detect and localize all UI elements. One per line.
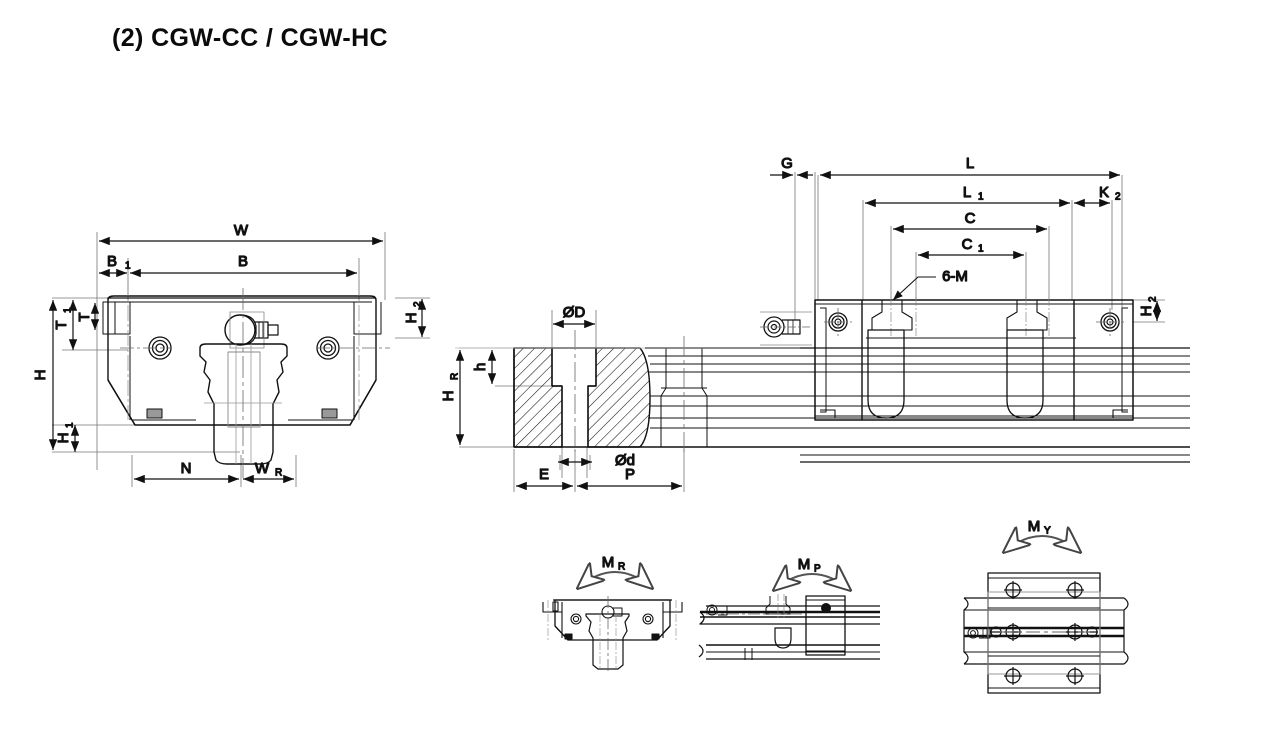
dim-label-Od: Ød <box>615 452 635 469</box>
dim-label-E: E <box>539 466 549 483</box>
dim-label-L: L <box>966 155 974 172</box>
dim-label-B1: B <box>107 253 117 270</box>
dim-C1: C 1 <box>918 235 1024 260</box>
dim-L: L <box>820 154 1120 180</box>
dim-label-B1-sub: 1 <box>125 261 131 272</box>
side-block-geometry <box>455 296 1190 463</box>
dim-B1: B 1 <box>99 252 132 278</box>
dim-label-N: N <box>181 460 192 477</box>
moment-MY-group: M Y <box>963 517 1129 694</box>
dim-H2: H 2 <box>402 299 427 337</box>
dim-label-C: C <box>965 210 976 227</box>
dim-label-H2-side-sub: 2 <box>1148 296 1159 302</box>
dim-label-W: W <box>234 222 249 239</box>
dim-label-C1: C <box>962 236 973 253</box>
dim-label-K2-sub: 2 <box>1115 192 1121 203</box>
rail-profile-front <box>199 343 288 465</box>
moment-label-MP: M <box>798 556 811 573</box>
dim-label-T1-sub: 1 <box>63 307 74 313</box>
moment-label-MP-sub: P <box>814 564 821 575</box>
moment-MR-group: M R <box>542 553 683 672</box>
dim-label-G: G <box>781 155 793 172</box>
rail-hatched-section <box>513 330 651 452</box>
dim-label-H: H <box>32 370 49 381</box>
moment-label-MY-sub: Y <box>1044 526 1051 537</box>
dim-label-OD: ØD <box>563 304 586 321</box>
rail-side-elevation <box>645 336 800 452</box>
dim-OD: ØD <box>553 303 595 329</box>
side-block-view-group: G L L 1 K 2 C C 1 <box>455 154 1190 463</box>
dim-N: N <box>134 459 239 484</box>
front-block-body <box>102 280 390 478</box>
dim-label-C1-sub: 1 <box>978 244 984 255</box>
dim-B: B <box>130 252 357 278</box>
front-view-group: W B 1 B H H 1 T 1 <box>31 221 430 487</box>
moment-label-MR-sub: R <box>618 562 625 573</box>
dim-H: H <box>31 300 58 450</box>
dim-T1: T 1 <box>52 300 78 350</box>
side-endcap-bolt-right <box>1096 308 1124 336</box>
dim-h: h <box>471 350 497 384</box>
dim-label-K2: K <box>1099 184 1109 201</box>
dim-label-L1: L <box>963 184 971 201</box>
callout-6M: 6-M <box>892 267 969 301</box>
dim-label-T: T <box>76 312 93 321</box>
page-title: (2) CGW-CC / CGW-HC <box>112 24 388 52</box>
dim-C: C <box>893 209 1047 234</box>
dim-label-H2-sub: 2 <box>413 301 424 307</box>
dim-label-H1-sub: 1 <box>65 422 76 428</box>
grease-nipple-side <box>760 311 812 346</box>
dim-label-WR-sub: R <box>275 468 282 479</box>
dim-L1: L 1 <box>865 183 1070 208</box>
moment-label-MR: M <box>602 554 615 571</box>
dim-HR: H R <box>439 350 465 445</box>
dim-K2: K 2 <box>1074 183 1122 208</box>
grease-nipple-front <box>224 311 279 349</box>
moment-label-MY: M <box>1028 518 1041 535</box>
dim-label-H2: H <box>403 313 420 324</box>
dim-H2-side: H 2 <box>1137 295 1162 321</box>
dim-label-T1: T <box>53 320 70 329</box>
dim-W: W <box>99 221 383 246</box>
dim-E: E <box>516 465 573 491</box>
dim-G: G <box>770 154 813 180</box>
dim-label-h: h <box>472 363 489 371</box>
dim-label-H2-side: H <box>1138 306 1155 317</box>
dim-label-HR-sub: R <box>450 373 461 380</box>
dim-label-L1-sub: 1 <box>978 192 984 203</box>
callout-label-6M: 6-M <box>942 268 968 285</box>
dim-H1: H 1 <box>54 421 80 452</box>
moment-MP-group: M P <box>698 555 880 660</box>
dim-label-P: P <box>625 466 635 483</box>
rail-section-group: ØD h H R Ød E P <box>439 303 800 492</box>
dim-label-B: B <box>238 253 248 270</box>
dim-T: T <box>75 303 100 330</box>
side-endcap-bolt-left <box>824 308 852 336</box>
dim-Od: Ød <box>558 451 636 470</box>
dim-P: P <box>577 465 682 491</box>
dim-label-H1: H <box>55 433 72 444</box>
dim-label-HR: H <box>440 391 457 402</box>
